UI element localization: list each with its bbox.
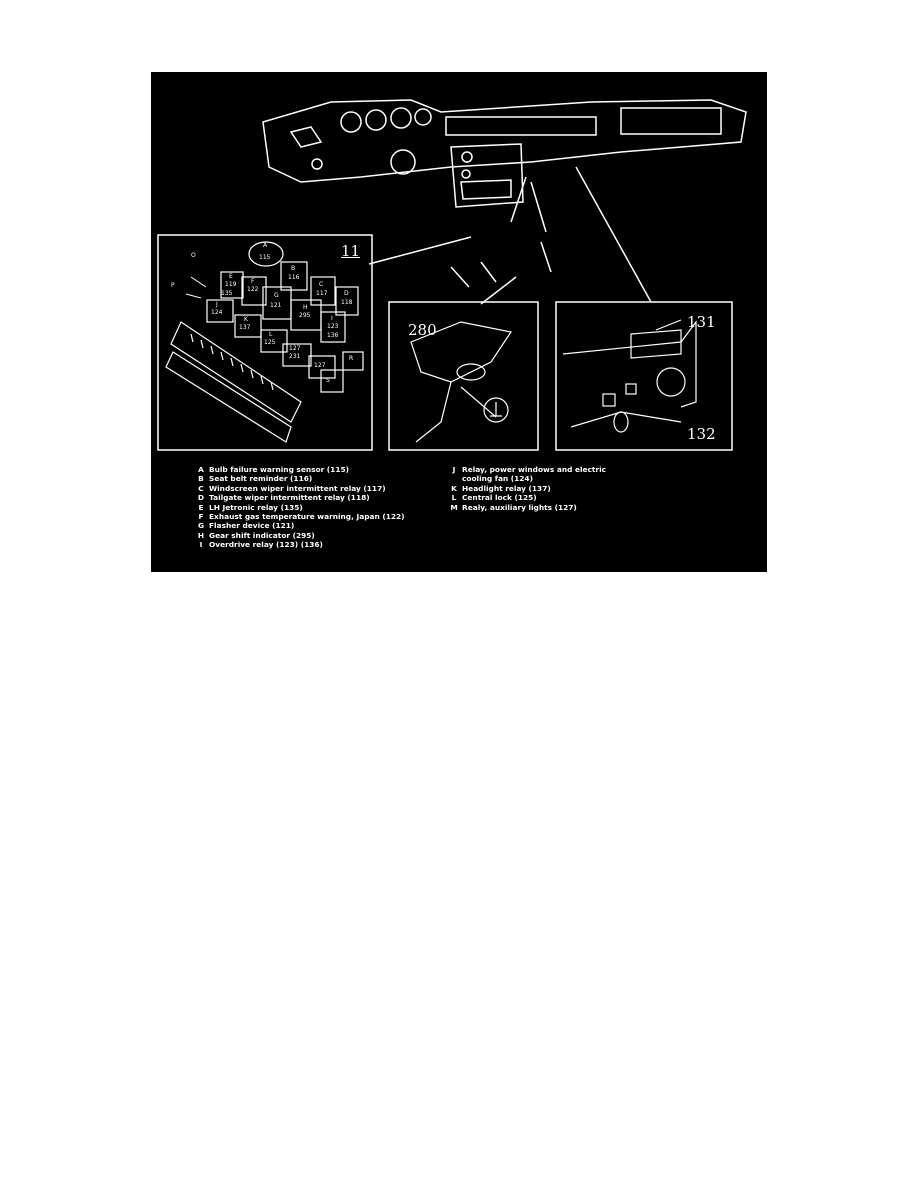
glovebox-drawing [562,319,697,433]
relay-label-j: J [216,301,218,308]
callout-280: 280 [408,321,437,339]
relay-number-h: 295 [299,312,311,319]
relay-number-b: 116 [288,274,300,281]
leader-line [368,236,472,265]
dashboard-drawing [262,99,747,288]
relay-number-m2: 231 [289,353,301,360]
relay-label-b: B [291,265,296,272]
relay-label-a: A [263,242,268,249]
inset-relay-box [157,234,373,451]
relay-number-i2: 136 [327,332,339,339]
inset-131-132 [555,301,733,451]
pedal-area-drawing [410,321,512,443]
relay-label-f: F [251,278,255,285]
relay-number-e2: 135 [221,290,233,297]
relay-label-l: L [269,331,273,338]
relay-number-n: 127 [314,362,326,369]
relay-number-k: 137 [239,324,251,331]
legend-item: cooling fan (124) [462,474,533,484]
pointer-label-p: P [171,282,175,289]
relay-label-s: S [326,377,330,384]
relay-box-drawing [165,241,364,443]
relay-number-j: 124 [211,309,223,316]
relay-label-c: C [319,281,324,288]
relay-label-k: K [244,316,248,323]
relay-label-r: R [349,355,354,362]
relay-label-i: I [331,315,333,322]
box-label-11: 11 [341,242,361,260]
relay-number-a: 115 [259,254,271,261]
relay-label-d: D [344,290,349,297]
relay-label-g: G [274,292,279,299]
leader-line [575,166,652,303]
relay-number-e: 119 [225,281,237,288]
relay-number-l: 125 [264,339,276,346]
leader-line [480,276,517,305]
fuse-relay-diagram: A 115 B 116 C 117 D 118 E 119 135 F 122 … [151,72,767,572]
pointer-label-o: O [191,252,196,259]
relay-label-h: H [303,304,308,311]
callout-132: 132 [687,425,716,443]
relay-number-d: 118 [341,299,353,306]
relay-number-i: 123 [327,323,339,330]
relay-number-g: 121 [270,302,282,309]
relay-number-f: 122 [247,286,259,293]
diagram-line-art [157,99,747,451]
callout-131: 131 [687,313,716,331]
relay-number-c: 117 [316,290,328,297]
inset-280 [388,301,539,451]
relay-number-m: 127 [289,345,301,352]
relay-label-e: E [229,273,233,280]
